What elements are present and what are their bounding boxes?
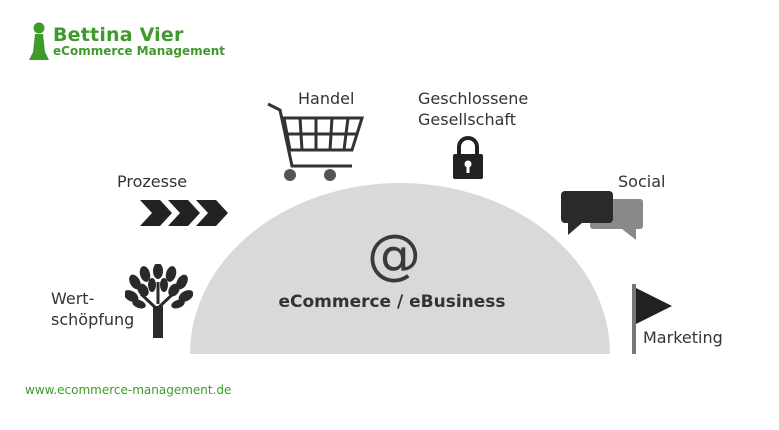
topic-handel: Handel (298, 89, 355, 108)
shopping-cart-icon (267, 102, 364, 181)
flag-icon (632, 284, 672, 354)
ecommerce-hemisphere (190, 183, 610, 354)
topic-geschlossene-line1: Geschlossene (418, 89, 529, 108)
topic-prozesse: Prozesse (117, 172, 188, 191)
topic-marketing: Marketing (643, 328, 723, 347)
topic-wertschoepfung-line1: Wert- (51, 289, 95, 308)
center-label: eCommerce / eBusiness (278, 292, 506, 312)
tree-icon (125, 264, 193, 338)
chevron-arrows-icon (140, 200, 228, 226)
at-sign-icon: @ (367, 223, 421, 286)
padlock-icon (453, 136, 483, 179)
topic-social: Social (618, 172, 666, 191)
topic-wertschoepfung-line2: schöpfung (51, 310, 135, 329)
brand-figure-icon (29, 22, 49, 60)
speech-bubbles-icon (561, 191, 643, 240)
brand-tagline: eCommerce Management (53, 44, 226, 58)
brand-name: Bettina Vier (53, 24, 184, 46)
topic-geschlossene-line2: Gesellschaft (418, 110, 517, 129)
website-url[interactable]: www.ecommerce-management.de (25, 383, 232, 397)
